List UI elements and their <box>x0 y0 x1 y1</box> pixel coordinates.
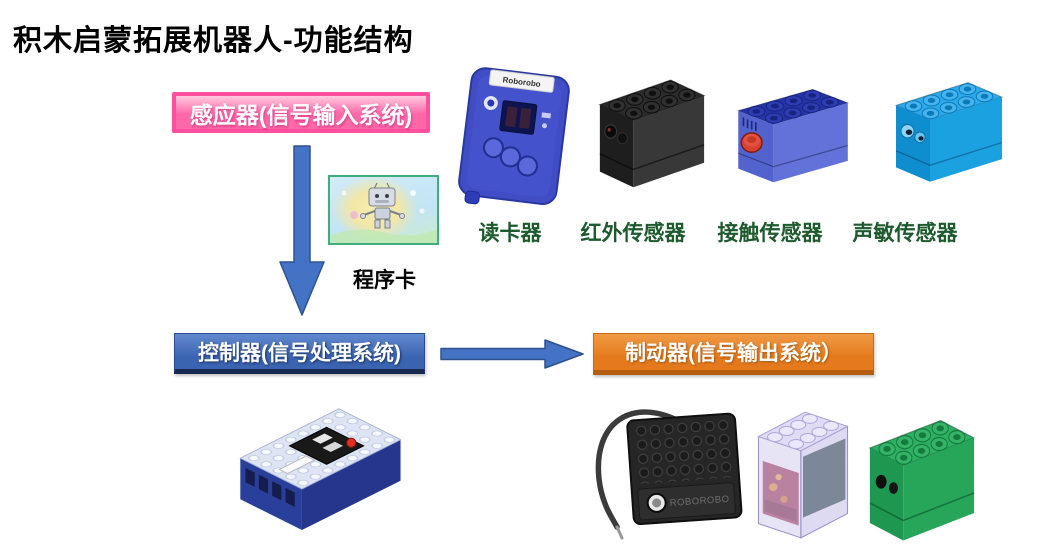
clear-brick-image <box>757 411 849 539</box>
motor-brand: ROBOROBO <box>669 494 730 509</box>
program-card-robot-art <box>330 182 437 243</box>
page-title: 积木启蒙拓展机器人-功能结构 <box>13 25 414 57</box>
right-arrow-icon <box>440 339 584 369</box>
sensor-banner-label: 感应器(信号输入系统) <box>189 101 413 128</box>
sound-sensor-label: 声敏传感器 <box>852 222 958 245</box>
sensor-banner: 感应器(信号输入系统) <box>172 92 430 133</box>
actuator-banner-label: 制动器(信号输出系统） <box>625 342 842 365</box>
infrared-sensor-image <box>599 80 705 188</box>
actuator-banner: 制动器(信号输出系统） <box>593 333 874 375</box>
card-reader-label: 读卡器 <box>478 222 542 245</box>
down-arrow-icon <box>279 145 325 316</box>
touch-sensor-label: 接触传感器 <box>717 222 823 245</box>
program-card-label: 程序卡 <box>353 269 416 292</box>
motor-image: ROBOROBO <box>595 409 743 540</box>
infrared-sensor-label: 红外传感器 <box>580 222 686 245</box>
controller-banner: 控制器(信号处理系统) <box>174 333 425 374</box>
controller-banner-label: 控制器(信号处理系统) <box>198 341 401 365</box>
card-reader-image: Roborobo <box>458 67 570 206</box>
sound-sensor-image <box>896 82 1002 182</box>
controller-image <box>239 408 402 531</box>
green-brick-image <box>869 420 975 541</box>
program-card-image <box>328 175 439 245</box>
touch-sensor-image <box>738 89 848 183</box>
